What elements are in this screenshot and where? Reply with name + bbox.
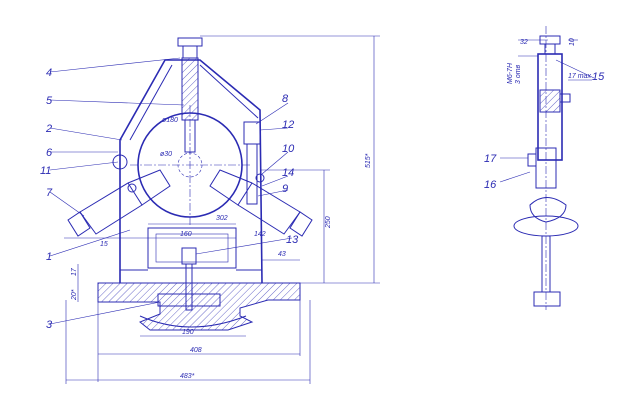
callout-1: 1 [46, 251, 52, 263]
callout-labels: 4 5 2 6 11 7 1 3 8 12 10 14 9 13 15 17 1… [40, 67, 605, 331]
dim-483: 483* [180, 373, 195, 380]
callout-14: 14 [282, 167, 294, 179]
callout-3: 3 [46, 319, 53, 331]
dim-190: 190 [182, 329, 194, 336]
dim-dia-30: ø30 [160, 151, 172, 158]
dim-142: 142 [254, 231, 266, 238]
top-screw [177, 37, 203, 153]
callout-4: 4 [46, 67, 52, 79]
side-pin [112, 121, 265, 205]
dim-408: 408 [190, 347, 202, 354]
side-view [499, 26, 595, 310]
dim-15: 15 [100, 241, 108, 248]
callout-5: 5 [46, 95, 53, 107]
dim-dia-180: ø180 [162, 117, 178, 124]
callout-17: 17 [484, 153, 497, 165]
dim-17: 17 [71, 267, 78, 276]
callout-2: 2 [45, 123, 52, 135]
dim-515: 515* [365, 153, 372, 168]
callout-10: 10 [282, 143, 295, 155]
callout-13: 13 [286, 234, 299, 246]
callout-6: 6 [46, 147, 53, 159]
callout-7: 7 [46, 187, 53, 199]
dim-10: 10 [569, 38, 576, 46]
dim-160: 160 [180, 231, 192, 238]
dim-250: 250 [325, 216, 332, 229]
dim-3-holes: 3 отв [515, 64, 522, 84]
callout-16: 16 [484, 179, 497, 191]
callout-11: 11 [40, 165, 51, 177]
callout-15: 15 [592, 71, 605, 83]
callout-9: 9 [282, 183, 288, 195]
dim-302: 302 [216, 215, 228, 222]
dimension-lines [64, 35, 380, 384]
center-stud [157, 247, 221, 311]
callout-8: 8 [282, 93, 289, 105]
dim-32: 32 [520, 39, 528, 46]
dim-43: 43 [278, 251, 286, 258]
dim-m6-7h: M6-7H [507, 62, 514, 84]
front-view [49, 35, 380, 384]
dim-20: 20* [71, 289, 78, 301]
callout-12: 12 [282, 119, 294, 131]
dimension-labels: ø180 ø30 302 160 142 15 43 250 515* 17 2… [71, 38, 591, 380]
left-jaw [67, 169, 171, 237]
leader-lines [49, 57, 293, 325]
chuck-circle [130, 105, 250, 225]
right-jaw [209, 169, 313, 237]
dim-17-max: 17 max [568, 73, 591, 80]
